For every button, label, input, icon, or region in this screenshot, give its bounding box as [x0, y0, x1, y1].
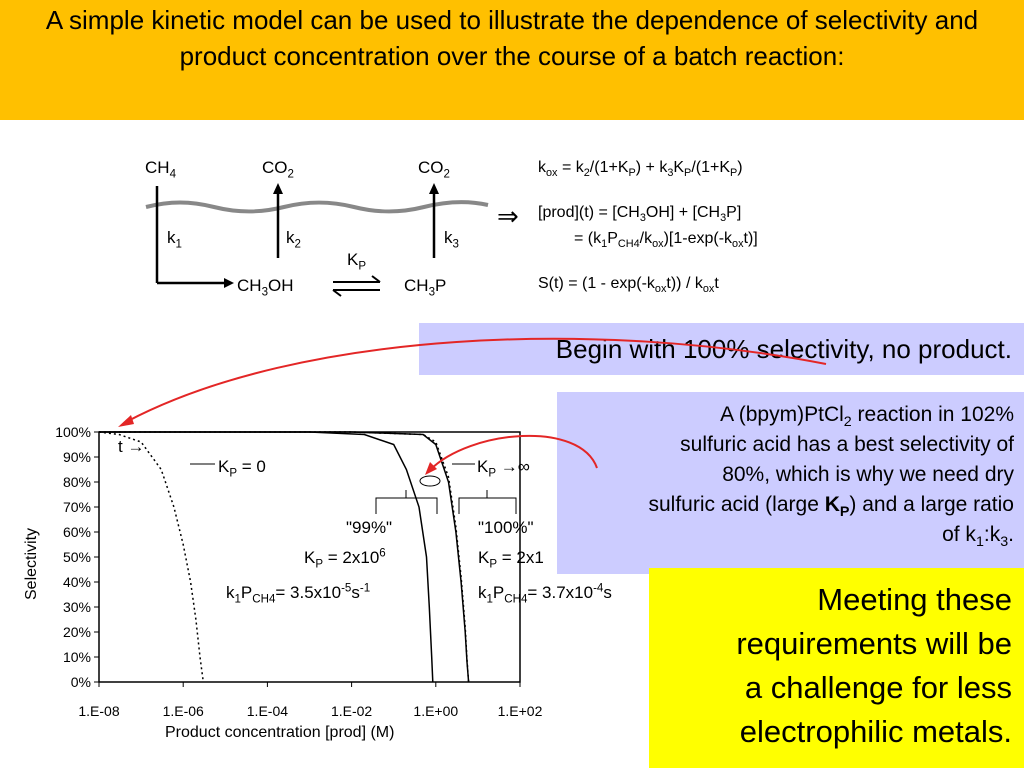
y-tick-label: 0% — [71, 674, 91, 690]
k2-label: k2 — [286, 228, 301, 251]
selectivity-equation: S(t) = (1 - exp(-koxt)) / koxt — [538, 275, 719, 296]
meeting-note-line-3: a challenge for less — [744, 670, 1012, 705]
curve-100-bracket — [458, 497, 517, 514]
x-tick-label: 1.E-08 — [78, 703, 119, 719]
time-arrow-label: t → — [118, 437, 145, 456]
y-tick-label: 80% — [63, 474, 91, 490]
bpym-note-box: A (bpym)PtCl2 reaction in 102% sulfuric … — [557, 392, 1024, 574]
y-tick-label: 30% — [63, 599, 91, 615]
ch3p-label: CH3P — [404, 276, 447, 299]
phase-boundary-wave — [145, 200, 489, 214]
y-tick-label: 70% — [63, 499, 91, 515]
prod-equation-line2: = (k1PCH4/kox)[1-exp(-koxt)] — [574, 230, 758, 251]
meeting-note-line-1: Meeting these — [817, 582, 1012, 617]
curve-100-label: "100%" — [478, 518, 534, 537]
bpym-note-line-4: sulfuric acid (large KP) and a large rat… — [648, 493, 1014, 521]
meeting-note-line-2: requirements will be — [736, 626, 1012, 661]
bpym-note-line-5: of k1:k3. — [942, 523, 1014, 551]
curve-99-bracket — [375, 497, 438, 514]
meeting-note-line-4: electrophilic metals. — [739, 714, 1012, 749]
y-tick-label: 10% — [63, 649, 91, 665]
y-tick-label: 50% — [63, 549, 91, 565]
curve-100-rate: k1PCH4= 3.7x10-4s — [478, 582, 612, 606]
co2-label-left: CO2 — [262, 158, 294, 181]
kox-equation: kox = k2/(1+KP) + k3KP/(1+KP) — [538, 159, 743, 180]
y-tick-label: 40% — [63, 574, 91, 590]
x-tick-label: 1.E+02 — [498, 703, 543, 719]
y-tick-label: 20% — [63, 624, 91, 640]
kp-infinity-label: KP →∞ — [477, 457, 530, 480]
x-tick-label: 1.E-04 — [247, 703, 288, 719]
y-tick-label: 100% — [55, 424, 91, 440]
k1-label: k1 — [167, 228, 182, 251]
curve-99-label: "99%" — [346, 518, 393, 537]
ch4-label: CH4 — [145, 158, 176, 181]
x-tick-label: 1.E-06 — [163, 703, 204, 719]
curve-99-rate: k1PCH4= 3.5x10-5s-1 — [226, 582, 371, 606]
prod-equation-line1: [prod](t) = [CH3OH] + [CH3P] — [538, 204, 742, 225]
title-banner: A simple kinetic model can be used to il… — [0, 0, 1024, 120]
x-axis-label: Product concentration [prod] (M) — [165, 724, 395, 741]
bpym-note-line-1: A (bpym)PtCl2 reaction in 102% — [720, 403, 1014, 431]
curve-100-kp: KP = 2x1 — [478, 548, 544, 571]
curve-99-kp: KP = 2x106 — [304, 547, 386, 571]
best-selectivity-marker — [419, 475, 441, 487]
y-tick-label: 90% — [63, 449, 91, 465]
meeting-note-box: Meeting these requirements will be a cha… — [649, 568, 1024, 768]
series-line-4 — [99, 431, 470, 683]
bpym-note-line-2: sulfuric acid has a best selectivity of — [680, 433, 1014, 456]
k3-label: k3 — [444, 228, 459, 251]
co2-label-right: CO2 — [418, 158, 450, 181]
series-line-1 — [98, 431, 205, 683]
ch3oh-label: CH3OH — [237, 276, 294, 299]
bpym-note-line-3: 80%, which is why we need dry — [722, 463, 1014, 486]
y-tick-label: 60% — [63, 524, 91, 540]
x-tick-label: 1.E-02 — [331, 703, 372, 719]
kp-equilibrium-label: KP — [347, 250, 367, 273]
kp-zero-label: KP = 0 — [218, 457, 266, 480]
page-title: A simple kinetic model can be used to il… — [45, 5, 979, 71]
implies-arrow-icon: ⇒ — [497, 201, 519, 231]
series-line-2 — [99, 431, 434, 683]
x-tick-label: 1.E+00 — [413, 703, 458, 719]
series-line-3 — [99, 431, 470, 683]
y-axis-label: Selectivity — [23, 527, 40, 600]
